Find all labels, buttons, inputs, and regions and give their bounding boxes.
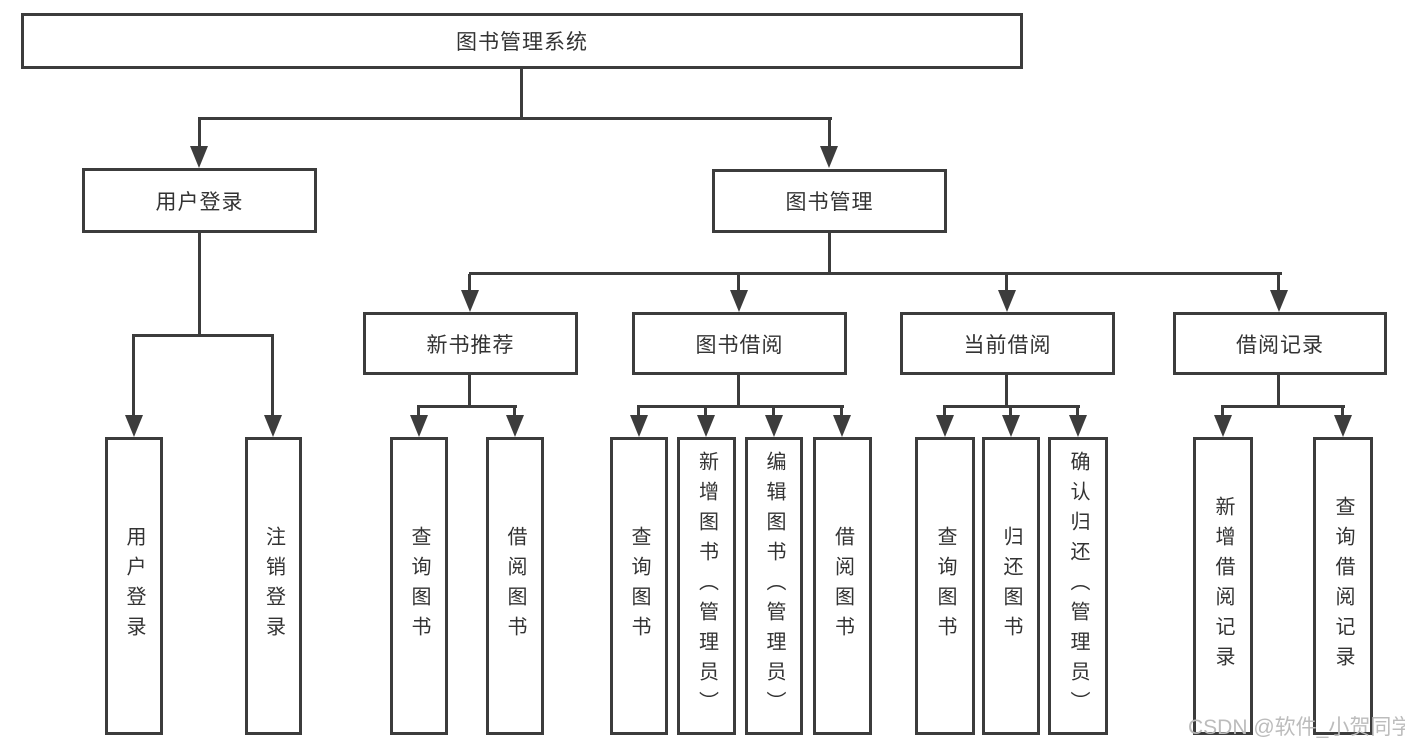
leaf-label: 注销登录 bbox=[262, 526, 285, 646]
leaf-label: 用户登录 bbox=[123, 526, 145, 646]
connector-line bbox=[198, 233, 201, 336]
leaf-label: 归还图书 bbox=[1000, 526, 1022, 646]
connector-line bbox=[737, 375, 740, 407]
arrow-down-icon bbox=[125, 415, 143, 437]
arrow-down-icon bbox=[264, 415, 282, 437]
connector-line bbox=[1221, 405, 1345, 408]
leaf-recommend-query-books: 查询图书 bbox=[390, 437, 448, 735]
node-book-management: 图书管理 bbox=[712, 169, 947, 233]
node-label: 用户登录 bbox=[155, 190, 244, 214]
leaf-current-query-books: 查询图书 bbox=[915, 437, 975, 735]
leaf-label: 借阅图书 bbox=[504, 526, 526, 646]
node-borrow-records: 借阅记录 bbox=[1173, 312, 1387, 375]
connector-line bbox=[417, 407, 420, 415]
leaf-label: 确认归还（管理员） bbox=[1067, 451, 1089, 721]
csdn-watermark: CSDN @软件_小贺同学 bbox=[1188, 716, 1405, 739]
leaf-label: 查询借阅记录 bbox=[1332, 496, 1354, 676]
connector-line bbox=[198, 119, 201, 146]
arrow-down-icon bbox=[1069, 415, 1087, 437]
node-library-management-system: 图书管理系统 bbox=[21, 13, 1023, 69]
connector-line bbox=[943, 407, 946, 415]
connector-line bbox=[737, 274, 740, 290]
connector-line bbox=[271, 336, 274, 415]
arrow-down-icon bbox=[506, 415, 524, 437]
connector-line bbox=[1277, 375, 1280, 407]
node-label: 图书管理 bbox=[785, 191, 874, 214]
arrow-down-icon bbox=[730, 290, 748, 312]
arrow-down-icon bbox=[998, 290, 1016, 312]
arrow-down-icon bbox=[820, 146, 838, 168]
leaf-label: 借阅图书 bbox=[831, 526, 854, 646]
connector-line bbox=[828, 119, 831, 146]
arrow-down-icon bbox=[190, 146, 208, 168]
arrow-down-icon bbox=[1270, 290, 1288, 312]
connector-line bbox=[132, 334, 274, 337]
connector-line bbox=[637, 407, 640, 415]
leaf-current-confirm-return-admin: 确认归还（管理员） bbox=[1048, 437, 1108, 735]
connector-line bbox=[772, 407, 775, 415]
connector-line bbox=[1009, 407, 1012, 415]
connector-line bbox=[704, 407, 707, 415]
connector-line bbox=[468, 274, 471, 290]
node-user-login: 用户登录 bbox=[82, 168, 317, 233]
leaf-current-return-books: 归还图书 bbox=[982, 437, 1040, 735]
arrow-down-icon bbox=[461, 290, 479, 312]
node-label: 图书借阅 bbox=[695, 333, 784, 357]
leaf-borrow-query-books: 查询图书 bbox=[610, 437, 668, 735]
connector-line bbox=[520, 67, 523, 119]
connector-line bbox=[198, 117, 832, 120]
arrow-down-icon bbox=[936, 415, 954, 437]
arrow-down-icon bbox=[1334, 415, 1352, 437]
leaf-label: 编辑图书（管理员） bbox=[763, 451, 785, 721]
node-label: 当前借阅 bbox=[963, 333, 1052, 357]
node-book-borrow: 图书借阅 bbox=[632, 312, 847, 375]
connector-line bbox=[840, 407, 843, 415]
connector-line bbox=[132, 336, 135, 415]
leaf-user-login: 用户登录 bbox=[105, 437, 163, 735]
arrow-down-icon bbox=[1214, 415, 1232, 437]
arrow-down-icon bbox=[1002, 415, 1020, 437]
node-label: 借阅记录 bbox=[1236, 333, 1324, 357]
leaf-records-add-record: 新增借阅记录 bbox=[1193, 437, 1253, 735]
connector-line bbox=[1221, 407, 1224, 415]
connector-line bbox=[1005, 274, 1008, 290]
leaf-logout: 注销登录 bbox=[245, 437, 302, 735]
arrow-down-icon bbox=[410, 415, 428, 437]
leaf-borrow-add-books-admin: 新增图书（管理员） bbox=[677, 437, 736, 735]
connector-line bbox=[943, 405, 1080, 408]
leaf-label: 新增图书（管理员） bbox=[695, 451, 718, 721]
arrow-down-icon bbox=[833, 415, 851, 437]
connector-line bbox=[1005, 375, 1008, 407]
arrow-down-icon bbox=[630, 415, 648, 437]
node-label: 新书推荐 bbox=[426, 333, 515, 357]
connector-line bbox=[637, 405, 844, 408]
connector-line bbox=[468, 375, 471, 407]
leaf-borrow-borrow-books: 借阅图书 bbox=[813, 437, 872, 735]
arrow-down-icon bbox=[765, 415, 783, 437]
connector-line bbox=[1277, 274, 1280, 290]
connector-line bbox=[1341, 407, 1344, 415]
connector-line bbox=[469, 272, 1282, 275]
arrow-down-icon bbox=[697, 415, 715, 437]
leaf-label: 新增借阅记录 bbox=[1212, 496, 1234, 676]
connector-line bbox=[1076, 407, 1079, 415]
node-label: 图书管理系统 bbox=[456, 31, 588, 54]
node-new-book-recommend: 新书推荐 bbox=[363, 312, 578, 375]
node-current-borrow: 当前借阅 bbox=[900, 312, 1115, 375]
leaf-borrow-edit-books-admin: 编辑图书（管理员） bbox=[745, 437, 803, 735]
leaf-label: 查询图书 bbox=[628, 526, 650, 646]
leaf-recommend-borrow-books: 借阅图书 bbox=[486, 437, 544, 735]
leaf-label: 查询图书 bbox=[934, 526, 956, 646]
leaf-label: 查询图书 bbox=[408, 526, 430, 646]
connector-line bbox=[513, 407, 516, 415]
connector-line bbox=[828, 233, 831, 274]
connector-line bbox=[417, 405, 517, 408]
leaf-records-query-record: 查询借阅记录 bbox=[1313, 437, 1373, 735]
